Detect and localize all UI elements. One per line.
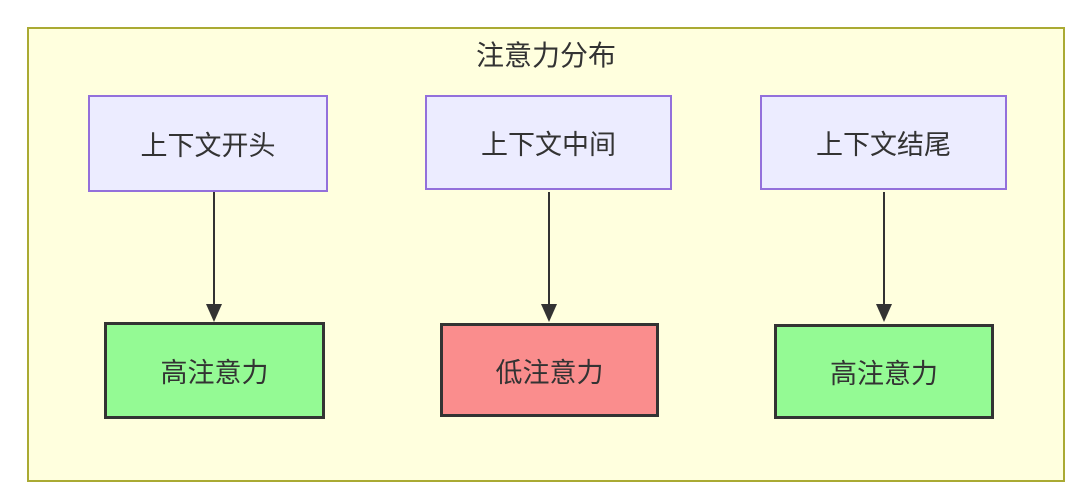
arrow-middle-to-low-head-icon — [541, 304, 557, 322]
arrow-start-to-high-head-icon — [206, 304, 222, 322]
arrow-end-to-high-head-icon — [876, 304, 892, 322]
node-high-attention-end: 高注意力 — [774, 324, 994, 419]
diagram-title: 注意力分布 — [475, 39, 616, 72]
subgraph-attention-distribution: 注意力分布 上下文开头 上下文中间 上下文结尾 高注意力 低注意力 高注意力 — [27, 27, 1065, 482]
node-context-end: 上下文结尾 — [760, 95, 1007, 190]
node-low-attention-middle: 低注意力 — [440, 323, 659, 417]
node-high-attention-start: 高注意力 — [104, 322, 325, 419]
node-context-middle: 上下文中间 — [425, 95, 672, 190]
arrow-start-to-high-line — [213, 192, 215, 304]
arrow-middle-to-low-line — [548, 192, 550, 304]
arrow-end-to-high-line — [883, 192, 885, 304]
node-context-start: 上下文开头 — [88, 95, 328, 192]
